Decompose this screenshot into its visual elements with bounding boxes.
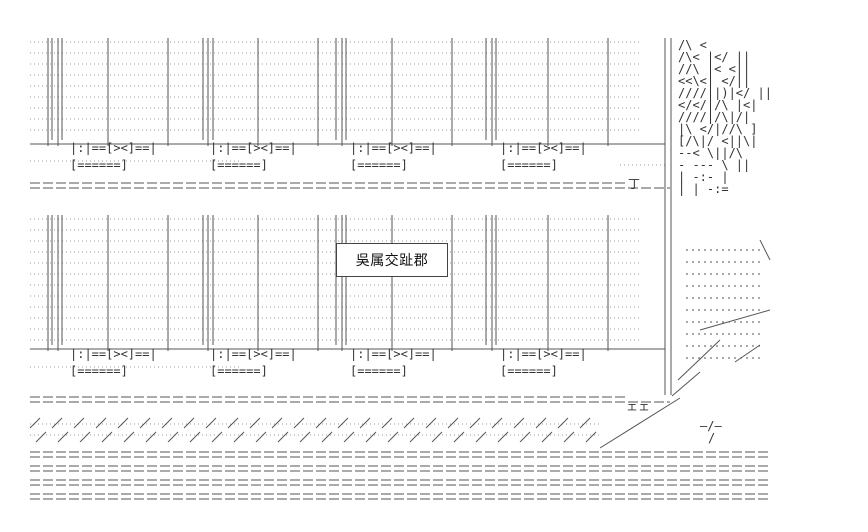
ground-slash xyxy=(145,431,157,443)
ground-slash xyxy=(233,431,245,443)
ground-slash xyxy=(315,417,327,429)
bracket-base: [======] xyxy=(70,158,128,172)
ground-slash xyxy=(167,431,179,443)
side-pattern: ////||)|</ || xyxy=(678,86,772,100)
ground-slash xyxy=(497,431,509,443)
bracket-base: [======] xyxy=(350,364,408,378)
side-pattern: | | -:= xyxy=(678,182,729,196)
ground-slash xyxy=(249,417,261,429)
ground-slash xyxy=(557,417,569,429)
ground-slash xyxy=(447,417,459,429)
bracket-base: [======] xyxy=(210,364,268,378)
bottom-right-mark: —/— xyxy=(700,419,722,433)
side-diagonal xyxy=(759,239,771,261)
ground-slash xyxy=(205,417,217,429)
side-pattern: </</|/\ |<| xyxy=(678,98,757,112)
bracket-base: [======] xyxy=(70,364,128,378)
side-diagonal xyxy=(734,344,761,363)
ground-slash xyxy=(73,417,85,429)
place-name-sign: 吳属交趾郡 xyxy=(336,243,448,277)
side-pattern: | -:- | xyxy=(678,170,729,184)
ground-slash xyxy=(469,417,481,429)
side-pattern: ////|/\|/| xyxy=(678,110,750,124)
ground-slash xyxy=(535,417,547,429)
bottom-mark: ェェ xyxy=(626,399,650,413)
bracket-label: |:|==[><]==| xyxy=(500,347,587,361)
side-pattern: |\ </|//\ ] xyxy=(678,122,757,136)
ground-slash xyxy=(255,431,267,443)
side-pattern: - --- \ || xyxy=(678,158,750,172)
side-pattern: [/\|/ <||\| xyxy=(678,134,757,148)
bracket-label: |:|==[><]==| xyxy=(210,141,297,155)
bracket-label: |:|==[><]==| xyxy=(500,141,587,155)
ground-slash xyxy=(271,417,283,429)
ground-slash xyxy=(409,431,421,443)
ground-slash xyxy=(35,431,47,443)
ground-slash xyxy=(387,431,399,443)
side-diagonal xyxy=(677,339,721,381)
ground-slash xyxy=(563,431,575,443)
building-structure xyxy=(29,38,771,500)
ground-slash xyxy=(491,417,503,429)
ground-slash xyxy=(321,431,333,443)
ground-slash xyxy=(29,417,41,429)
right-mark: 丁 xyxy=(628,177,640,191)
ground-slash xyxy=(579,417,591,429)
bracket-label: |:|==[><]==| xyxy=(70,141,157,155)
ground-slash xyxy=(475,431,487,443)
ground-slash xyxy=(381,417,393,429)
ground-slash xyxy=(51,417,63,429)
dotted-fill xyxy=(30,41,665,436)
ground-slash xyxy=(585,431,597,443)
place-name-text: 吳属交趾郡 xyxy=(355,253,429,269)
ground-slash xyxy=(293,417,305,429)
bottom-right-mark: / xyxy=(708,431,715,445)
side-diagonal xyxy=(671,371,701,397)
ground-slash xyxy=(79,431,91,443)
ground-slash xyxy=(189,431,201,443)
ground-slash xyxy=(277,431,289,443)
ground-slash xyxy=(161,417,173,429)
bracket-label: |:|==[><]==| xyxy=(350,347,437,361)
bracket-label: |:|==[><]==| xyxy=(70,347,157,361)
ground-slash xyxy=(365,431,377,443)
side-pattern: //\ |< <|| xyxy=(678,62,750,76)
bracket-base: [======] xyxy=(210,158,268,172)
bracket-label: |:|==[><]==| xyxy=(350,141,437,155)
ground-slash xyxy=(299,431,311,443)
ground-slash xyxy=(117,417,129,429)
side-pattern: --< \||/\ xyxy=(678,146,743,160)
ground-slash xyxy=(95,417,107,429)
ground-slash xyxy=(123,431,135,443)
bracket-base: [======] xyxy=(350,158,408,172)
structure-labels: |:|==[><]==| [======] |:|==[><]==| [======]… xyxy=(70,38,772,445)
ground-slash xyxy=(403,417,415,429)
ground-slash xyxy=(431,431,443,443)
ground-slash xyxy=(183,417,195,429)
ground-slash xyxy=(453,431,465,443)
ground-slash xyxy=(359,417,371,429)
side-diagonal xyxy=(699,309,771,331)
side-pattern: /\ < xyxy=(678,38,707,52)
ground-slash xyxy=(139,417,151,429)
ground-slash xyxy=(519,431,531,443)
ground-slash xyxy=(337,417,349,429)
bracket-base: [======] xyxy=(500,158,558,172)
ground-slash xyxy=(541,431,553,443)
ground-slash xyxy=(57,431,69,443)
side-pattern: /\< |</ || xyxy=(678,50,750,64)
bracket-base: [======] xyxy=(500,364,558,378)
ground-slash xyxy=(513,417,525,429)
bracket-label: |:|==[><]==| xyxy=(210,347,297,361)
ground-slash xyxy=(101,431,113,443)
side-pattern: <<\<| </|| xyxy=(678,74,750,88)
ground-slash xyxy=(343,431,355,443)
ground-slash xyxy=(425,417,437,429)
ground-slash xyxy=(211,431,223,443)
ground-edge xyxy=(599,397,681,449)
ground-slash xyxy=(227,417,239,429)
